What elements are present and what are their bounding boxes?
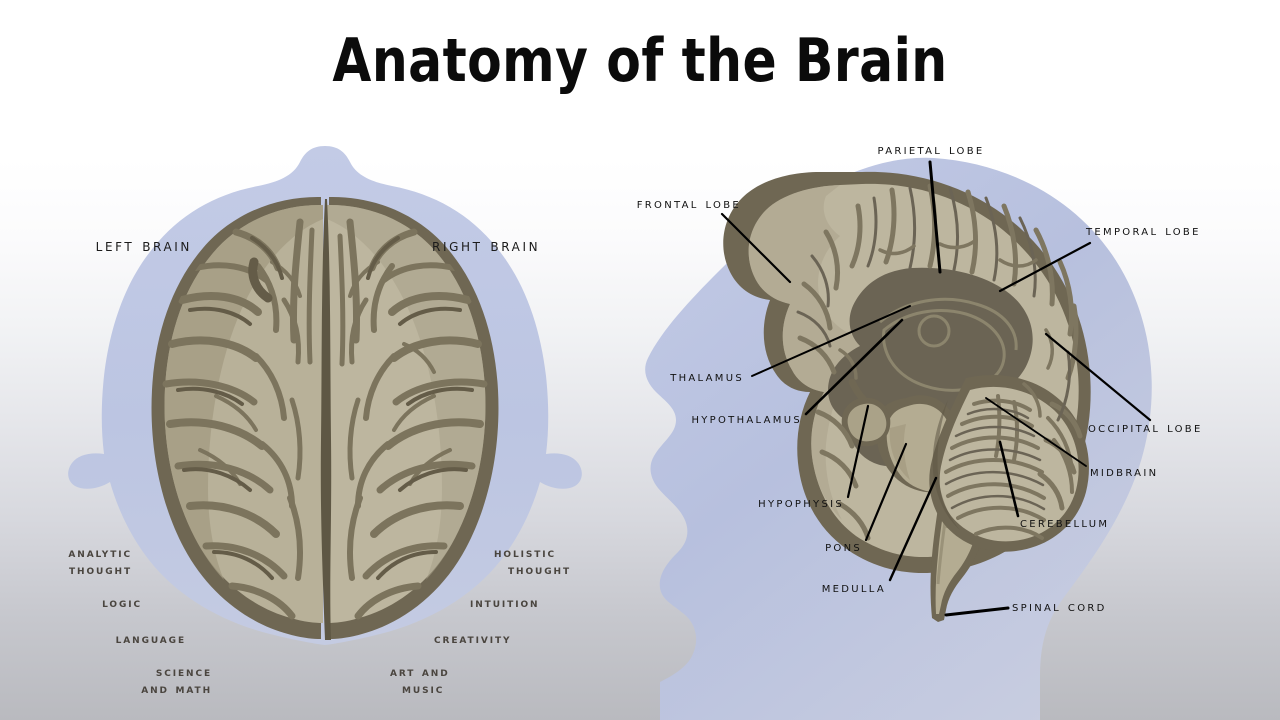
corpus-callosum-arc bbox=[882, 309, 1006, 392]
label-spinal-cord: Spinal Cord bbox=[1012, 599, 1107, 615]
label-parietal-lobe: Parietal Lobe bbox=[877, 142, 985, 158]
label-intuition: Intuition bbox=[470, 595, 540, 611]
sagittal-cortex-sulci bbox=[797, 183, 1083, 541]
head-silhouette-profile bbox=[645, 157, 1152, 720]
label-thalamus: Thalamus bbox=[670, 369, 744, 385]
left-hemisphere-deep-sulci bbox=[176, 236, 284, 580]
label-left-brain: Left Brain bbox=[95, 236, 192, 255]
thalamus-structure bbox=[917, 314, 951, 348]
label-occipital-lobe: Occipital Lobe bbox=[1088, 420, 1203, 436]
corpus-callosum-outer-arc bbox=[879, 297, 1018, 351]
brain-right-hemisphere bbox=[329, 196, 499, 640]
pons-shading bbox=[889, 424, 910, 480]
sagittal-cortex-deep-sulci bbox=[796, 186, 1072, 422]
cerebellum-deep-foliation bbox=[944, 407, 1046, 511]
hypophysis-structure bbox=[841, 397, 891, 447]
cerebrum-outline bbox=[723, 171, 1091, 574]
label-hypothalamus: Hypothalamus bbox=[691, 411, 802, 427]
label-creativity: Creativity bbox=[434, 631, 512, 647]
corpus-callosum-deep-mass bbox=[828, 267, 1033, 467]
hypophysis-surface bbox=[847, 403, 887, 442]
brain-left-hemisphere bbox=[151, 196, 321, 640]
page-title: Anatomy of the Brain bbox=[332, 26, 948, 96]
label-medulla: Medulla bbox=[821, 580, 886, 596]
label-midbrain: Midbrain bbox=[1090, 464, 1159, 480]
longitudinal-fissure bbox=[320, 199, 332, 640]
label-cerebellum: Cerebellum bbox=[1020, 515, 1110, 531]
sagittal-interior-sulci bbox=[838, 238, 1054, 418]
brain-right-shading bbox=[327, 204, 486, 581]
right-hemisphere-sulci bbox=[337, 218, 488, 620]
label-holistic-thought: Holistic Thought bbox=[494, 545, 571, 578]
label-temporal-lobe: Temporal Lobe bbox=[1086, 223, 1201, 239]
brainstem-outline bbox=[875, 395, 986, 622]
label-frontal-lobe: Frontal Lobe bbox=[636, 196, 741, 212]
label-logic: Logic bbox=[102, 595, 142, 611]
label-analytic-thought: Analytic Thought bbox=[68, 545, 132, 578]
label-right-brain: Right Brain bbox=[432, 236, 541, 255]
brain-left-surface bbox=[164, 204, 323, 624]
cerebellum-junction-shadow bbox=[932, 400, 960, 530]
label-pons: Pons bbox=[825, 539, 862, 555]
brain-left-shading bbox=[164, 204, 323, 581]
brain-right-surface bbox=[327, 204, 486, 624]
brainstem-crease bbox=[945, 473, 958, 529]
label-science-and-math: Science and Math bbox=[141, 664, 212, 697]
left-hemisphere-sulci bbox=[162, 218, 315, 620]
label-art-and-music: Art and Music bbox=[390, 664, 450, 697]
medulla-crease bbox=[936, 499, 950, 585]
label-hypophysis: Hypophysis bbox=[758, 495, 844, 511]
brainstem-surface bbox=[886, 403, 979, 614]
label-language: Language bbox=[115, 631, 186, 647]
hypophysis-stalk bbox=[848, 378, 868, 404]
cerebrum-rim-shading bbox=[748, 185, 870, 520]
